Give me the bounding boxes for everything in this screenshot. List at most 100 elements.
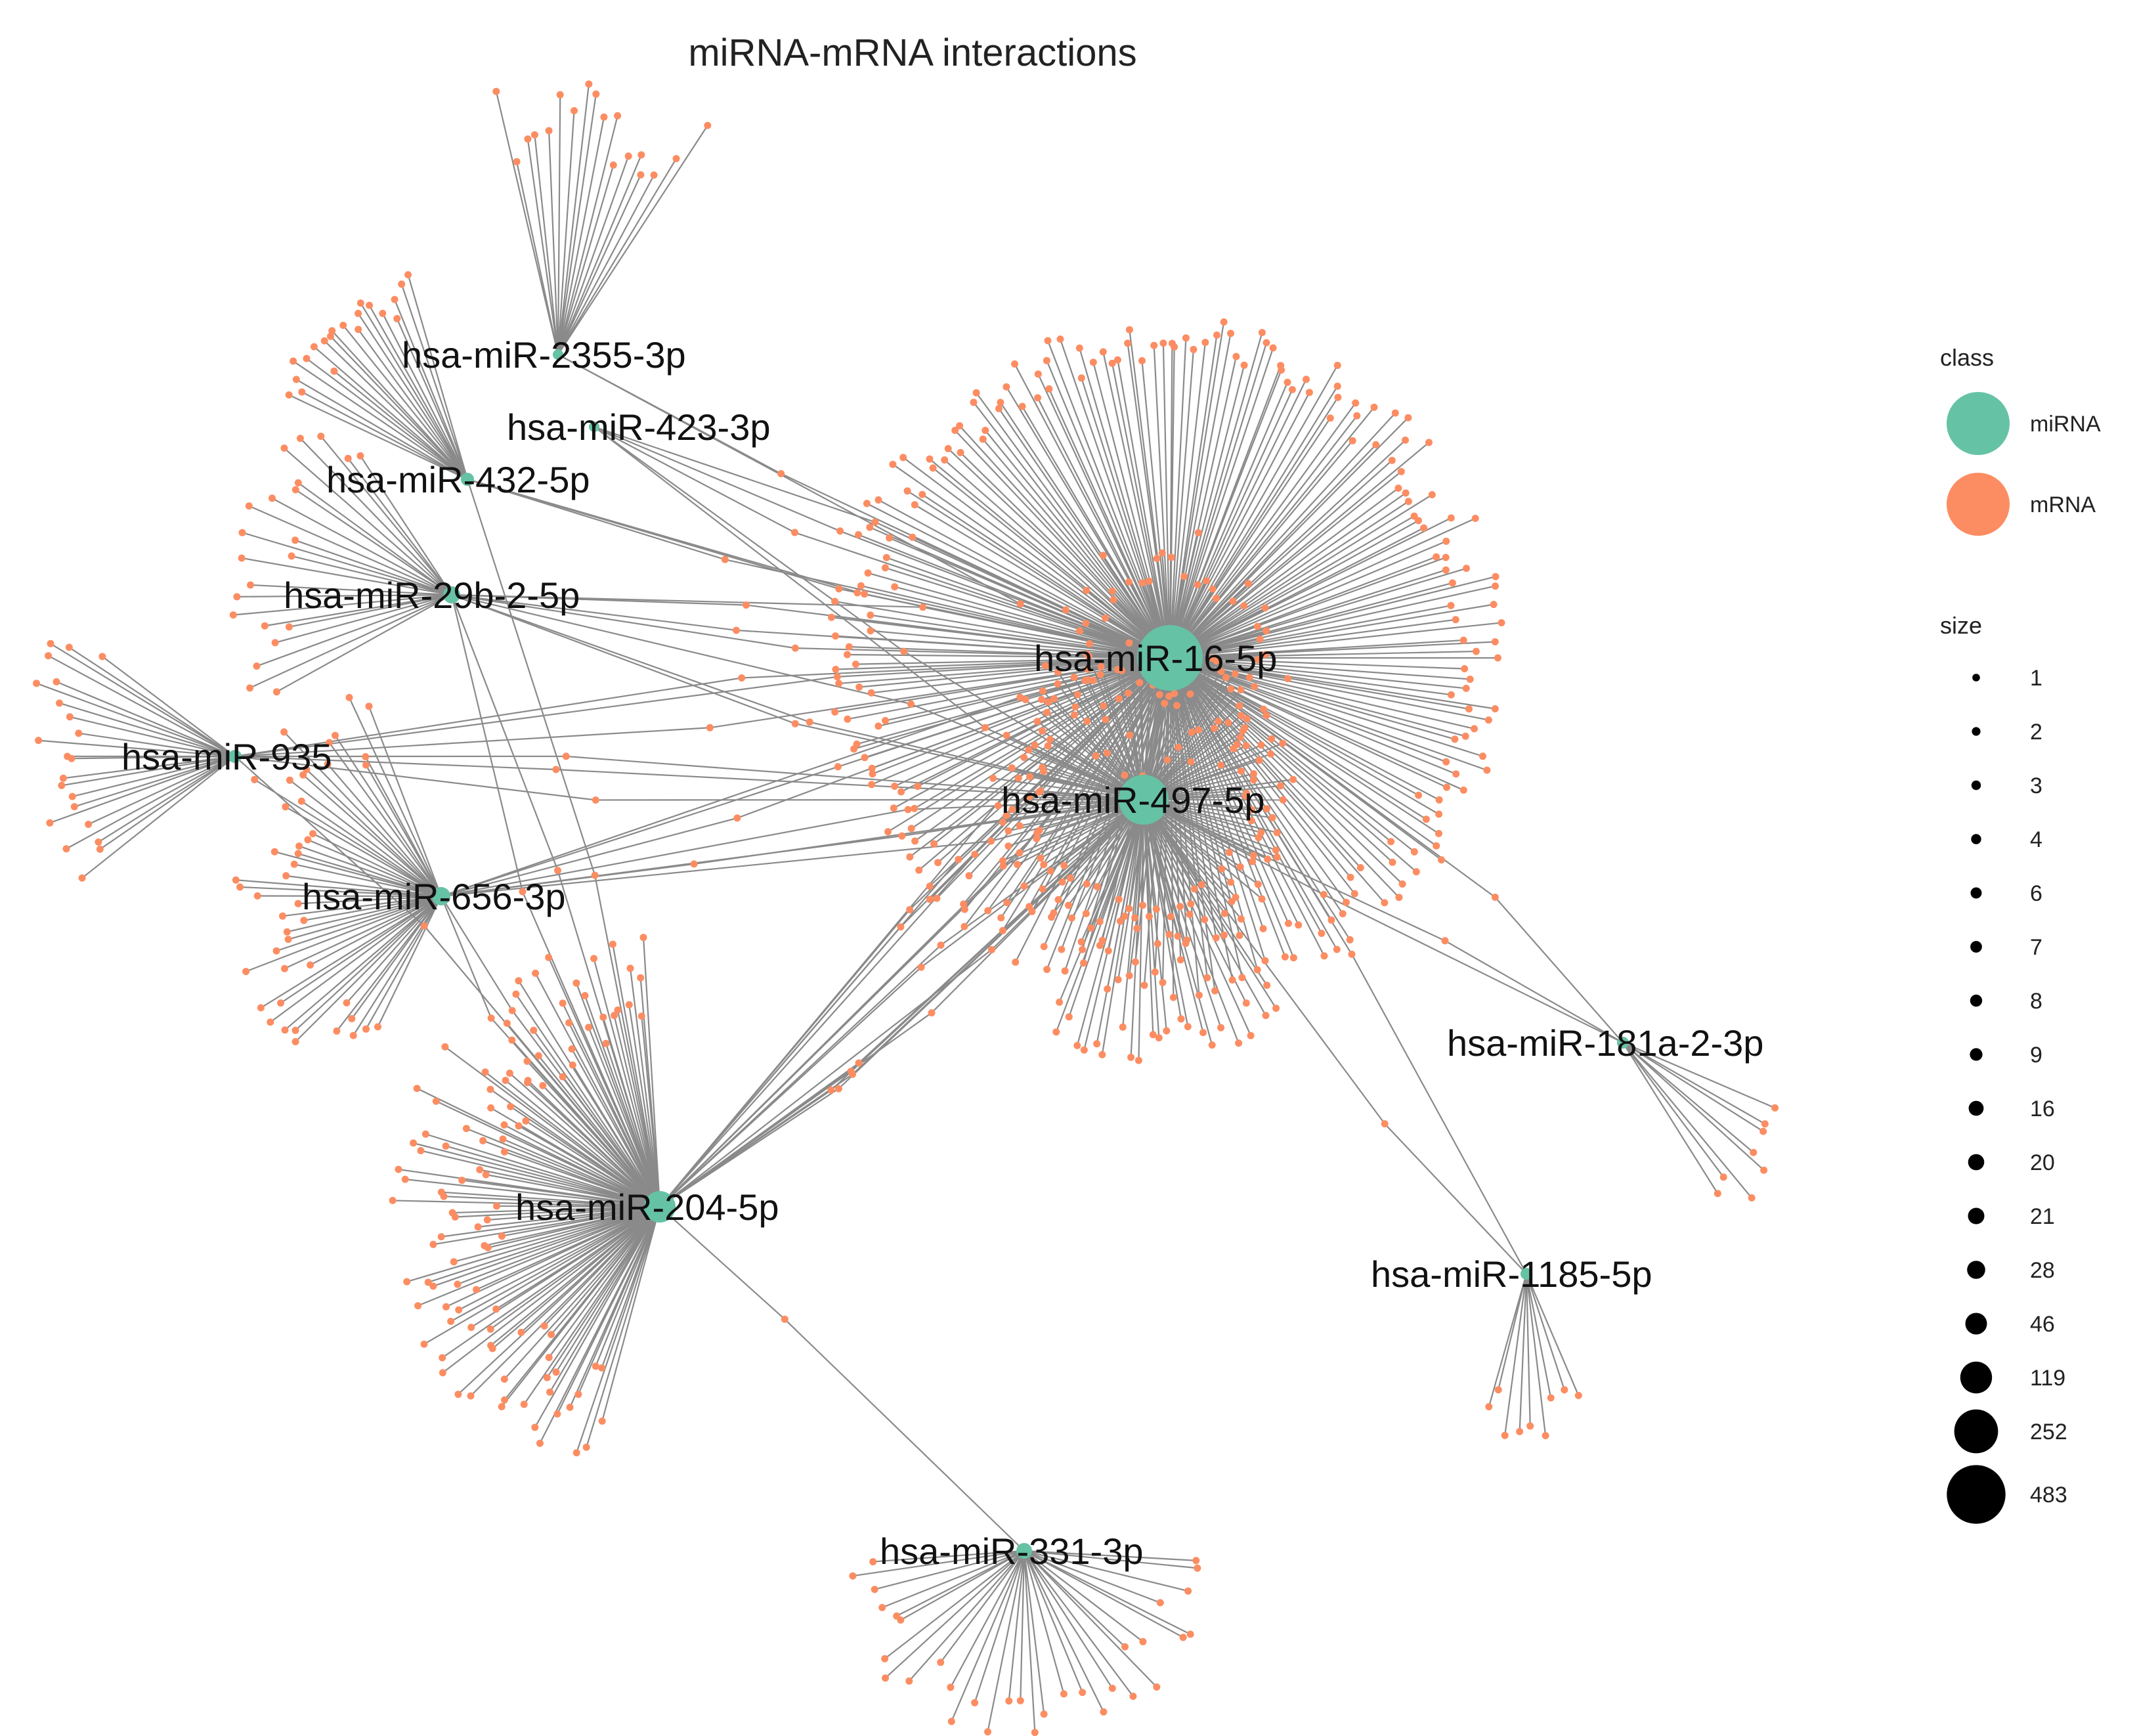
interaction-edge (234, 755, 556, 771)
mrna-node (530, 1026, 538, 1034)
interaction-edge (509, 1072, 660, 1207)
interaction-edge (601, 1206, 661, 1421)
mrna-node (1085, 676, 1092, 684)
mrna-node (1273, 829, 1281, 836)
interaction-edge (1169, 515, 1415, 659)
interaction-edge (1169, 657, 1344, 915)
interaction-edge (659, 832, 1038, 1207)
mrna-node (867, 627, 874, 635)
interaction-edge (1169, 364, 1245, 659)
mrna-node (1574, 1391, 1582, 1399)
interaction-edge (974, 1550, 1025, 1703)
mrna-node (1159, 978, 1167, 986)
mrna-node (530, 131, 538, 139)
mrna-node (1041, 662, 1049, 670)
mrna-node (64, 752, 72, 760)
mrna-node (898, 832, 906, 840)
mrna-node (1255, 756, 1263, 764)
mrna-node (1099, 348, 1107, 356)
interaction-edge (1622, 1041, 1775, 1109)
mrna-node (1471, 725, 1478, 733)
mrna-node (1198, 880, 1205, 888)
mrna-node (1108, 359, 1116, 367)
interaction-edge (557, 156, 630, 355)
interaction-edge (327, 764, 442, 897)
mrna-node (906, 853, 914, 861)
interaction-edge (594, 425, 840, 532)
interaction-edge (1169, 657, 1417, 873)
mrna-node (1492, 582, 1499, 590)
interaction-edge (1488, 1273, 1528, 1407)
mrna-node (884, 828, 892, 836)
interaction-edge (88, 756, 236, 825)
mrna-node (450, 1258, 458, 1266)
mrna-node (1054, 668, 1062, 676)
mrna-node (947, 1718, 955, 1725)
interaction-edge (557, 870, 661, 1207)
mrna-node (1259, 924, 1267, 932)
interaction-edge (1169, 494, 1433, 659)
mrna-node (874, 496, 882, 504)
mrna-node (1516, 1427, 1524, 1435)
mrna-node (614, 1006, 622, 1014)
interaction-edge (1046, 360, 1171, 659)
interaction-edge (642, 937, 661, 1207)
interaction-edge (872, 657, 1171, 775)
mrna-node (404, 271, 412, 278)
mrna-node (999, 857, 1006, 865)
mrna-node (545, 127, 553, 135)
mrna-node (1159, 339, 1167, 347)
mrna-node (1273, 853, 1281, 861)
interaction-edge (1022, 406, 1171, 659)
interaction-edge (288, 895, 442, 940)
mrna-node (1060, 861, 1068, 869)
interaction-edge (795, 647, 1171, 659)
interaction-edge (855, 657, 1171, 665)
mrna-node (479, 1137, 487, 1144)
mrna-node (905, 1677, 913, 1685)
interaction-edge (557, 117, 605, 355)
mrna-node (926, 896, 934, 903)
mrna-node (956, 422, 964, 429)
mrna-node (1044, 742, 1052, 750)
mrna-node (882, 717, 889, 724)
mrna-node (1501, 1431, 1509, 1439)
legend-size-title: size (1940, 612, 1982, 639)
mrna-node (1268, 735, 1276, 743)
interaction-edge (613, 1015, 661, 1207)
mrna-node (1192, 1557, 1200, 1565)
mrna-node (1079, 1689, 1087, 1697)
mrna-node (1410, 848, 1418, 856)
mrna-node (1231, 670, 1239, 678)
mrna-node (907, 825, 915, 833)
interaction-edge (465, 1127, 660, 1208)
mrna-node (96, 845, 104, 853)
mrna-node (1062, 606, 1069, 614)
mrna-node (987, 837, 995, 845)
mrna-node (1134, 1056, 1142, 1064)
mrna-node (1461, 665, 1469, 672)
mrna-node (861, 754, 869, 762)
mrna-node (309, 830, 316, 838)
mrna-node (972, 389, 980, 397)
mrna-node (1039, 764, 1047, 771)
mrna-node (245, 502, 253, 510)
interaction-edge (534, 135, 559, 355)
mrna-node (356, 299, 364, 307)
mrna-node (1086, 640, 1093, 647)
interaction-edge (1169, 364, 1339, 659)
interaction-edge (407, 274, 469, 480)
mrna-node (706, 724, 714, 731)
mrna-node (833, 673, 841, 681)
mrna-node (481, 1242, 488, 1249)
mrna-node (66, 713, 74, 721)
interaction-edge (466, 479, 596, 876)
interaction-edge (1037, 397, 1171, 659)
interaction-edge (557, 83, 590, 355)
mrna-node (911, 804, 918, 812)
mrna-node (1195, 991, 1203, 999)
interaction-edge (1143, 658, 1214, 800)
mrna-node (282, 872, 290, 880)
mrna-node (545, 953, 553, 961)
